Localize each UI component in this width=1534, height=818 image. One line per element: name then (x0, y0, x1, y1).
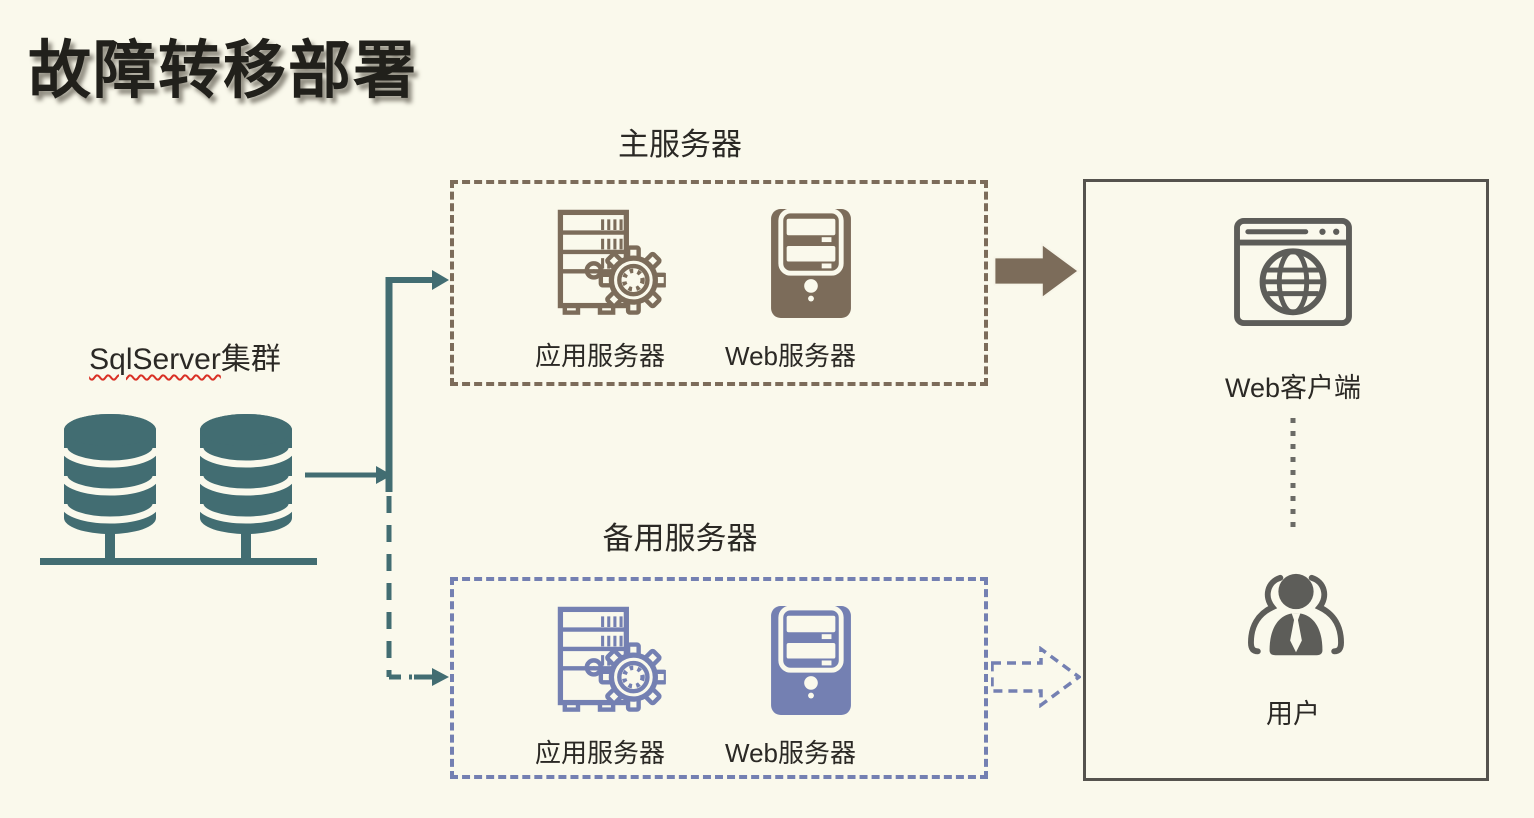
web-client-label: Web客户端 (1224, 373, 1362, 403)
db-arrowhead (376, 466, 392, 484)
cluster-name-latin: SqlServer (89, 343, 221, 376)
dashed-arrow-right-icon (991, 646, 1081, 708)
page-title: 故障转移部署 (28, 36, 418, 106)
database-cylinder-left (60, 414, 160, 558)
backup-group-title: 备用服务器 (602, 521, 758, 556)
tower-server-icon (769, 604, 853, 717)
backup-web-server-label: Web服务器 (725, 738, 856, 768)
sqlserver-cluster-label: SqlServer集群 (60, 334, 310, 378)
primary-arrowhead (432, 270, 449, 290)
tower-server-icon (769, 207, 853, 320)
primary-server-box (450, 180, 988, 386)
cluster-baseline (40, 558, 317, 565)
database-cylinder-right (196, 414, 296, 558)
backup-app-server-label: 应用服务器 (534, 738, 665, 768)
client-panel-box (1083, 179, 1489, 781)
primary-group-title: 主服务器 (618, 127, 742, 162)
primary-web-server-label: Web服务器 (725, 341, 856, 371)
backup-arrowhead (432, 668, 449, 686)
primary-app-server-label: 应用服务器 (534, 341, 665, 371)
solid-arrow-right-icon (993, 241, 1081, 301)
app-server-gear-icon (548, 208, 666, 317)
users-group-icon (1241, 570, 1351, 664)
cluster-name-cjk: 集群 (220, 343, 281, 376)
database-cylinders-icon (40, 414, 317, 565)
backup-server-box (450, 577, 988, 779)
app-server-gear-icon (548, 605, 666, 714)
browser-globe-icon (1233, 217, 1353, 327)
user-label: 用户 (1266, 699, 1320, 729)
